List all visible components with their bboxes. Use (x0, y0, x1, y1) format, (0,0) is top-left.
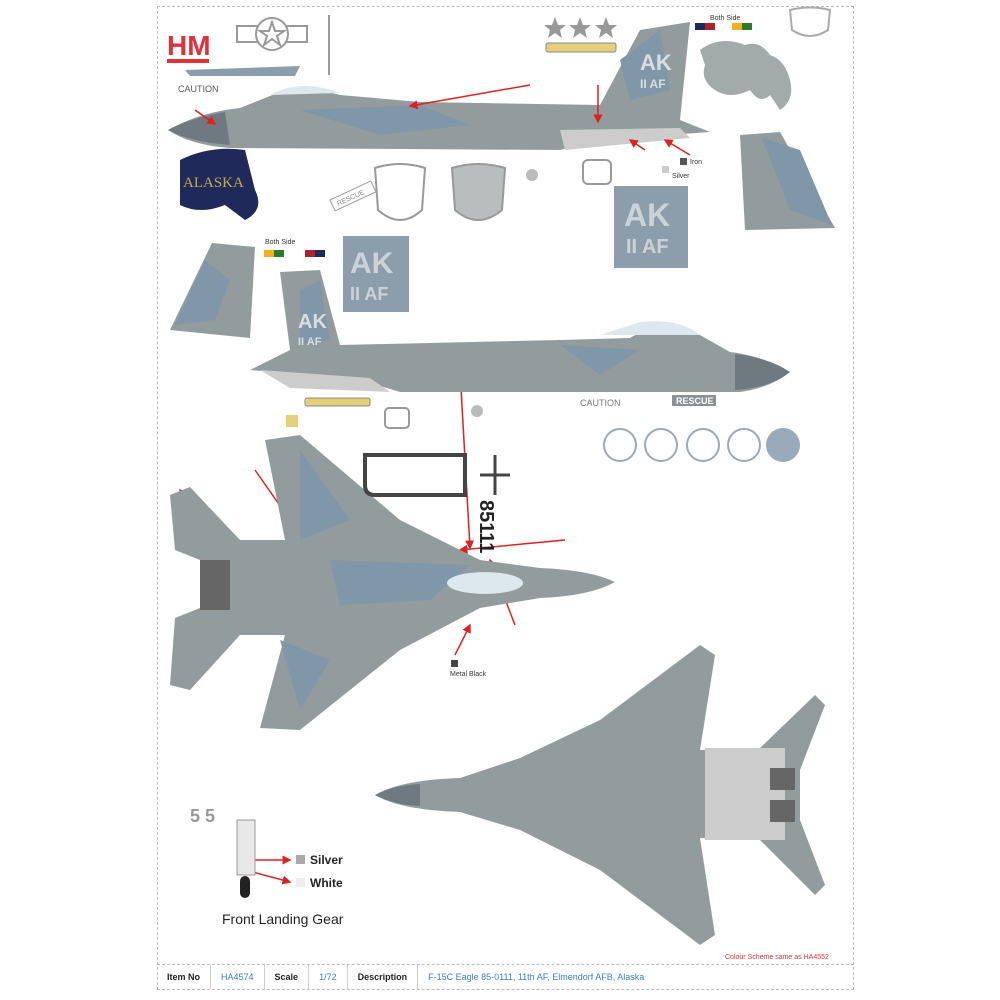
tail-code: AK (640, 50, 672, 75)
arresting-hook-stripe-2 (304, 397, 371, 407)
fin-stripe-mid (264, 250, 325, 257)
divider-stripe (328, 15, 330, 75)
serial-number: 85111 (475, 500, 497, 553)
squadron-patches (603, 428, 800, 462)
dragon-emblem (700, 41, 792, 110)
arresting-hook-stripe (545, 42, 617, 53)
silver-swatch (662, 166, 669, 173)
canopy-frame-decal (363, 453, 467, 497)
colour-scheme-note: Colour Scheme same as HA4552 (725, 954, 829, 961)
ak-decal-code-2: AK (350, 247, 394, 280)
item-no-value: HA4574 (211, 965, 265, 989)
panel-outline-decal (582, 159, 612, 185)
rescue-label: RESCUE (676, 396, 714, 406)
rank-stars (544, 17, 617, 38)
side-view-left-aircraft: AK II AF (168, 22, 710, 150)
alaska-label: ALASKA (183, 175, 244, 191)
gear-silver-label: Silver (310, 853, 343, 867)
scale-value: 1/72 (309, 965, 348, 989)
rescue-arrow: RESCUE (329, 180, 377, 212)
tail-unit: II AF (640, 77, 666, 91)
tail-code-2: AK (298, 311, 327, 333)
circle-decal-2 (471, 405, 483, 417)
info-footer: Item No HA4574 Scale 1/72 Description F-… (157, 964, 854, 989)
wing-badges (373, 163, 507, 221)
description-value: F-15C Eagle 85-0111, 11th AF, Elmendorf … (428, 972, 645, 982)
metal-black-label: Metal Black (450, 671, 487, 678)
ak-decal-block-mid (343, 236, 409, 312)
description-label: Description (348, 965, 419, 989)
circle-decal (526, 169, 538, 181)
pacaf-badge (788, 6, 832, 37)
gear-white-swatch (296, 878, 305, 887)
side-view-right-aircraft: AK II AF (250, 270, 790, 392)
caution-label-2: CAUTION (580, 398, 621, 408)
panel-outline-decal-2 (384, 407, 410, 429)
yellow-square-decal (286, 415, 298, 427)
ak-decal-block-top (614, 186, 688, 268)
item-no-label: Item No (157, 965, 212, 989)
gear-number: 5 5 (190, 806, 215, 826)
pilot-name-strip (185, 66, 300, 76)
rescue-plate (672, 395, 716, 406)
ak-decal-unit-2: II AF (350, 284, 388, 304)
sheet-border (157, 6, 854, 990)
both-side-label-mid: Both Side (265, 239, 295, 246)
iron-label: Iron (690, 159, 702, 166)
iron-swatch (680, 158, 687, 165)
top-view-aircraft (170, 435, 615, 730)
fin-stripe-top (695, 23, 752, 30)
ak-decal-unit: II AF (626, 236, 669, 258)
national-insignia (236, 17, 308, 51)
front-gear-diagram (236, 819, 256, 898)
caution-label: CAUTION (178, 84, 219, 94)
alaska-map (180, 148, 259, 220)
gear-white-label: White (310, 876, 343, 890)
silver-label: Silver (672, 173, 690, 180)
svg-text:HM: HM (167, 30, 211, 61)
metal-black-swatch (451, 660, 458, 667)
ak-decal-code: AK (624, 197, 670, 233)
tail-unit-2: II AF (298, 336, 322, 348)
scale-label: Scale (265, 965, 310, 989)
gear-silver-swatch (296, 855, 305, 864)
underside-aircraft (375, 645, 825, 945)
front-gear-title: Front Landing Gear (222, 911, 344, 927)
both-side-label-top: Both Side (710, 15, 740, 22)
antenna-decal (480, 455, 510, 495)
hobbymaster-logo: HM (167, 30, 211, 63)
